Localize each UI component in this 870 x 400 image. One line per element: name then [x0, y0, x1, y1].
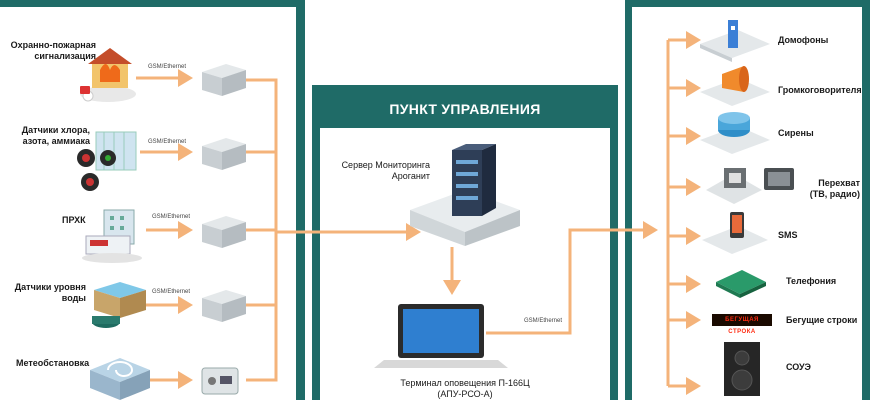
speaker-cabinet-icon — [724, 342, 760, 396]
gas-sensor-icon — [77, 131, 137, 191]
terminal-label-line2: (АПУ-РСО-А) — [437, 389, 493, 399]
channel-tag-3: GSM/Ethernet — [152, 214, 191, 220]
left-panel — [0, 7, 296, 400]
modem-icon-1 — [202, 64, 246, 96]
output-label-sirens: Сирены — [778, 128, 814, 138]
siren-icon — [700, 112, 770, 154]
output-label-loudspeakers: Громкоговорителя — [778, 85, 862, 95]
output-label-sms: SMS — [778, 230, 798, 240]
laptop-icon — [374, 304, 508, 368]
source-label-5: Метеобстановка — [16, 358, 90, 368]
output-label-running-lines: Бегущие строки — [786, 315, 858, 325]
modem-icon-2 — [202, 138, 246, 170]
server-icon — [410, 144, 520, 246]
terminal-label-line1: Терминал оповещения П-166Ц — [400, 378, 530, 388]
loudspeaker-icon — [700, 66, 770, 106]
output-label-soue: СОУЭ — [786, 362, 811, 372]
fire-alarm-icon — [80, 48, 136, 102]
output-label-telephony: Телефония — [786, 276, 837, 286]
output-label-intercept: Перехват (ТВ, радио) — [809, 178, 860, 199]
control-title: ПУНКТ УПРАВЛЕНИЯ — [389, 101, 541, 117]
server-label: Сервер Мониторинга Ароганит — [341, 160, 430, 181]
running-line-display: БЕГУЩАЯ СТРОКА — [712, 314, 772, 335]
telephony-icon — [716, 270, 766, 298]
source-label-2: Датчики хлора, азота, аммиака — [21, 125, 90, 146]
source-label-4: Датчики уровня воды — [14, 282, 86, 303]
channel-tag-1: GSM/Ethernet — [148, 64, 187, 70]
output-label-intercom: Домофоны — [778, 35, 829, 45]
channel-tag-2: GSM/Ethernet — [148, 139, 187, 145]
broadcast-intercept-icon — [706, 168, 794, 204]
modem-icon-3 — [202, 216, 246, 248]
sms-phone-icon — [702, 212, 768, 254]
source-label-1: Охранно-пожарная сигнализация — [10, 40, 96, 61]
modem-icon-4 — [202, 290, 246, 322]
prkh-building-icon — [82, 209, 142, 263]
channel-tag-4: GSM/Ethernet — [152, 289, 191, 295]
weather-station-icon — [201, 367, 239, 395]
intercom-icon — [700, 20, 770, 62]
water-level-icon — [92, 282, 146, 328]
terminal-channel-tag: GSM/Ethernet — [524, 318, 563, 324]
terminal-label: Терминал оповещения П-166Ц (АПУ-РСО-А) — [330, 378, 600, 400]
arrow-to-outputs — [486, 221, 658, 335]
source-label-3: ПРХК — [62, 215, 86, 225]
weather-icon — [90, 358, 150, 400]
